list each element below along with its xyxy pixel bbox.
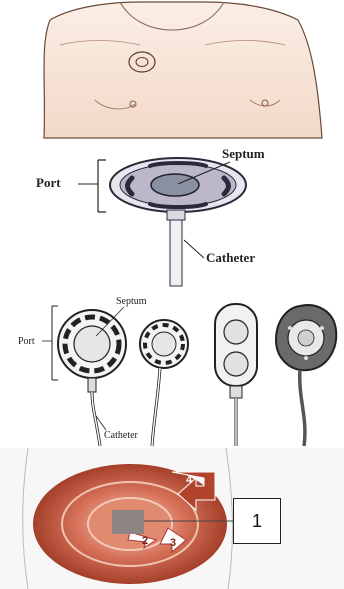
port-types-catheter-label: Catheter bbox=[104, 430, 139, 441]
access-rotation-panel: 4 3 2 bbox=[0, 448, 344, 589]
septum-label: Septum bbox=[222, 146, 265, 161]
chest-illustration bbox=[0, 0, 344, 140]
step-2-label: 2 bbox=[142, 535, 148, 547]
port-label: Port bbox=[36, 175, 61, 190]
triangular-port-icon bbox=[276, 305, 336, 446]
catheter-label: Catheter bbox=[206, 250, 255, 265]
single-port-large-icon bbox=[58, 310, 126, 446]
center-access-site bbox=[112, 510, 144, 534]
single-port-small-icon bbox=[140, 320, 188, 446]
catheter-tube-icon bbox=[170, 220, 182, 286]
torso-outline bbox=[44, 2, 322, 138]
chest-illustration-panel bbox=[0, 0, 344, 140]
port-types-septum-label: Septum bbox=[116, 296, 147, 307]
callout-box-1: 1 bbox=[233, 498, 281, 544]
port-diagram-panel: Port Septum Catheter bbox=[0, 140, 344, 288]
catheter-leader-line bbox=[184, 240, 204, 258]
dual-port-icon bbox=[215, 304, 257, 446]
port-bracket bbox=[98, 160, 106, 212]
step-4-label: 4 bbox=[186, 474, 193, 486]
septum-icon bbox=[151, 174, 199, 196]
port-types-diagram: Port Septum Catheter bbox=[0, 288, 344, 448]
port-types-panel: Port Septum Catheter bbox=[0, 288, 344, 448]
step-3-label: 3 bbox=[170, 537, 176, 549]
access-rotation-diagram: 4 3 2 bbox=[0, 448, 344, 589]
port-body-icon bbox=[110, 158, 246, 220]
port-types-port-label: Port bbox=[18, 336, 35, 347]
implanted-port-icon bbox=[129, 52, 155, 72]
port-diagram: Port Septum Catheter bbox=[0, 140, 344, 288]
